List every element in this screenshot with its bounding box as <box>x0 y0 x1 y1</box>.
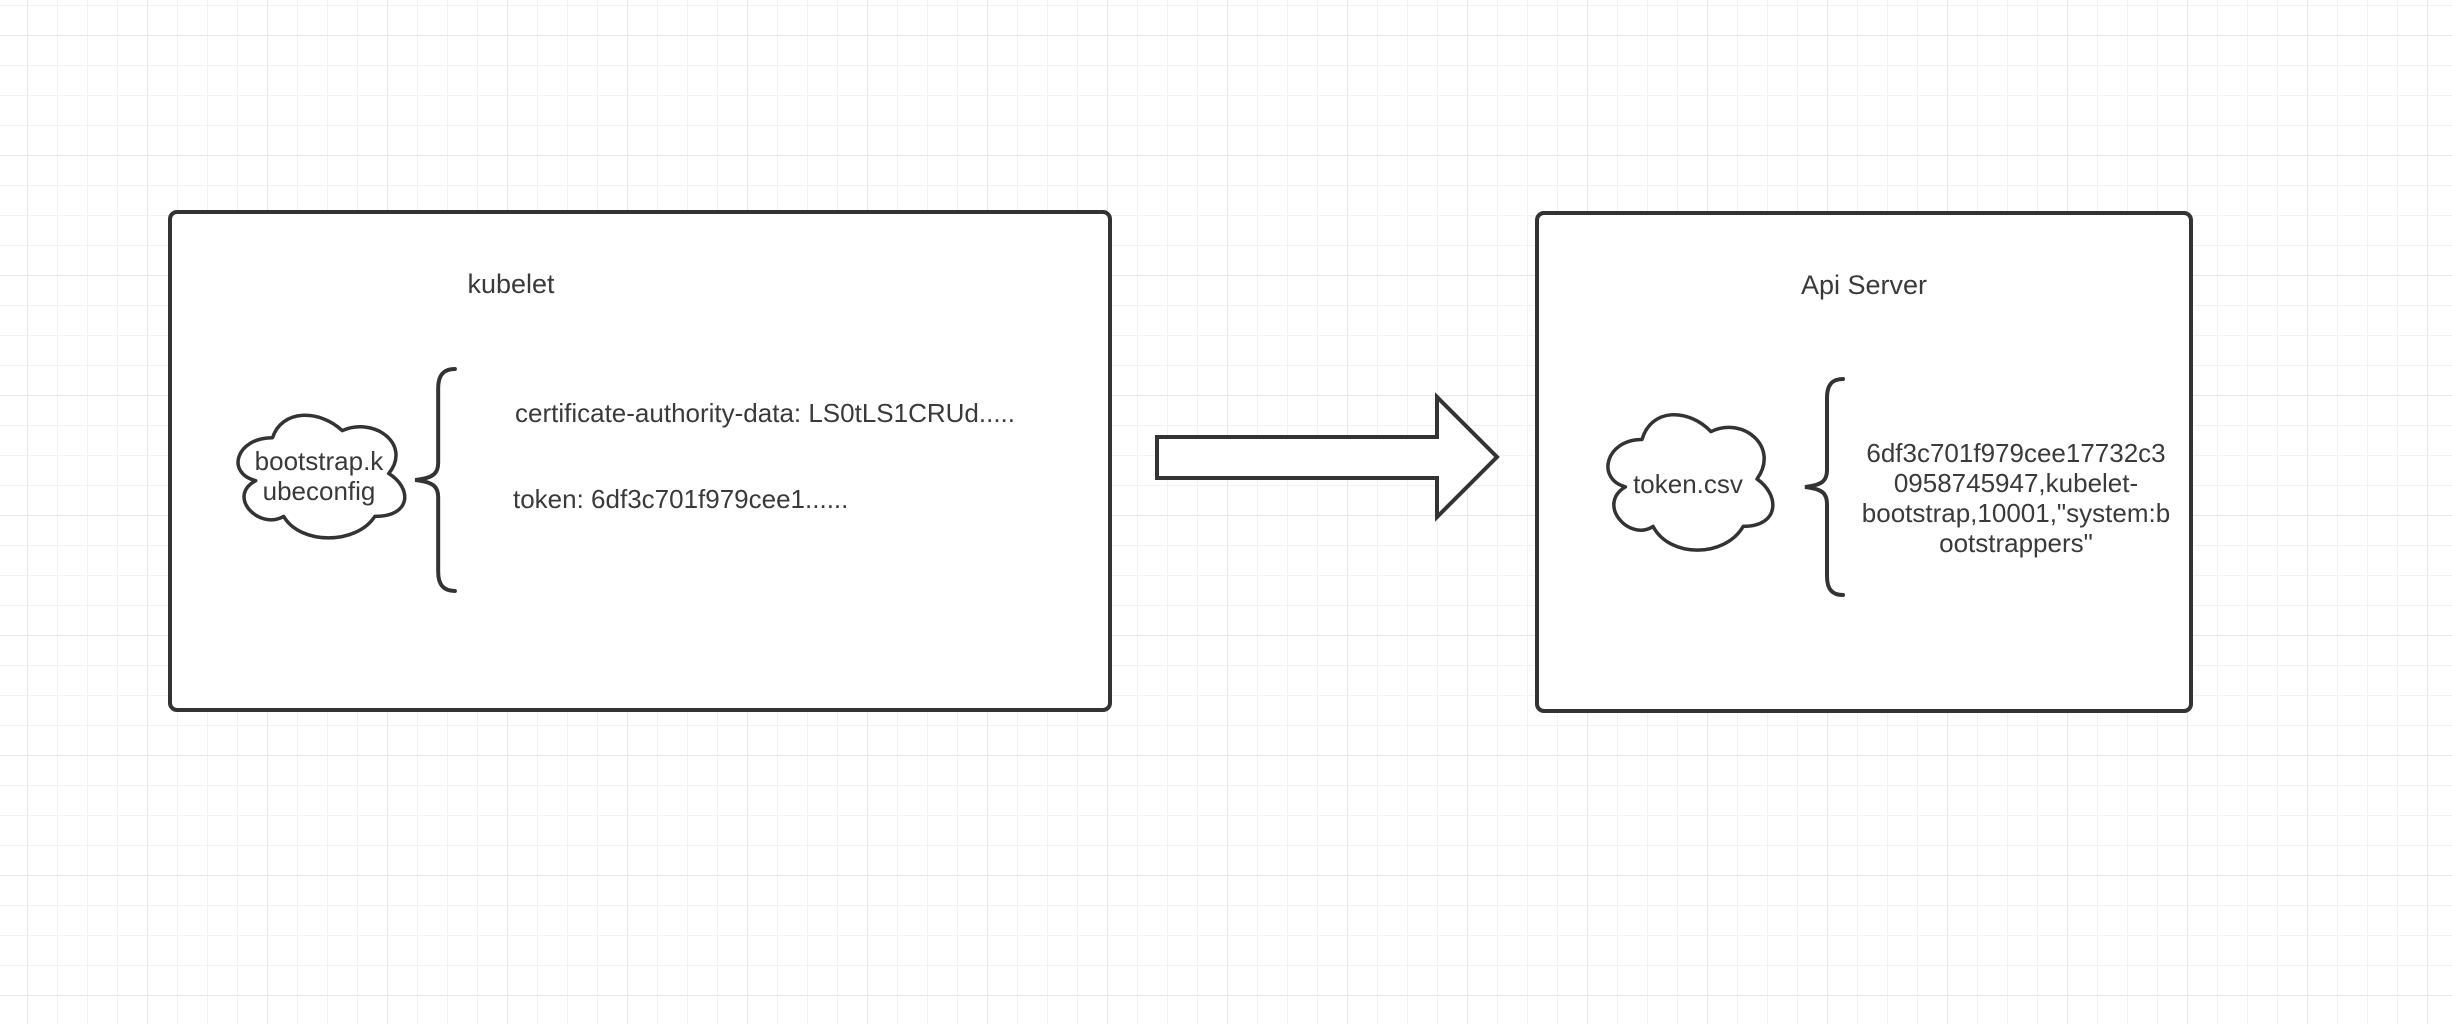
bootstrap-kubeconfig-cloud[interactable] <box>226 402 412 545</box>
value-line: bootstrap,10001,"system:b <box>1861 498 2171 528</box>
token-csv-cloud-label: token.csv <box>1633 469 1743 499</box>
token-text: token: 6df3c701f979cee1...... <box>513 484 849 514</box>
cloud-label-line: bootstrap.k <box>254 446 384 476</box>
kubelet-box-title: kubelet <box>467 269 555 299</box>
value-line: ootstrappers" <box>1939 528 2093 558</box>
value-line: 6df3c701f979cee17732c3 <box>1866 438 2166 468</box>
token-csv-value-text: 6df3c701f979cee17732c3 0958745947,kubele… <box>1846 438 2186 558</box>
left-curly-brace[interactable] <box>411 366 457 594</box>
right-curly-brace[interactable] <box>1801 376 1845 598</box>
cloud-label-line: ubeconfig <box>262 476 376 506</box>
api-server-box-title: Api Server <box>1800 270 1928 300</box>
value-line: 0958745947,kubelet- <box>1893 468 2139 498</box>
certificate-authority-data-text: certificate-authority-data: LS0tLS1CRUd.… <box>515 398 1016 428</box>
token-csv-cloud[interactable] <box>1596 400 1780 558</box>
bootstrap-kubeconfig-cloud-label: bootstrap.k ubeconfig <box>219 446 419 506</box>
flow-arrow[interactable] <box>1155 392 1501 522</box>
